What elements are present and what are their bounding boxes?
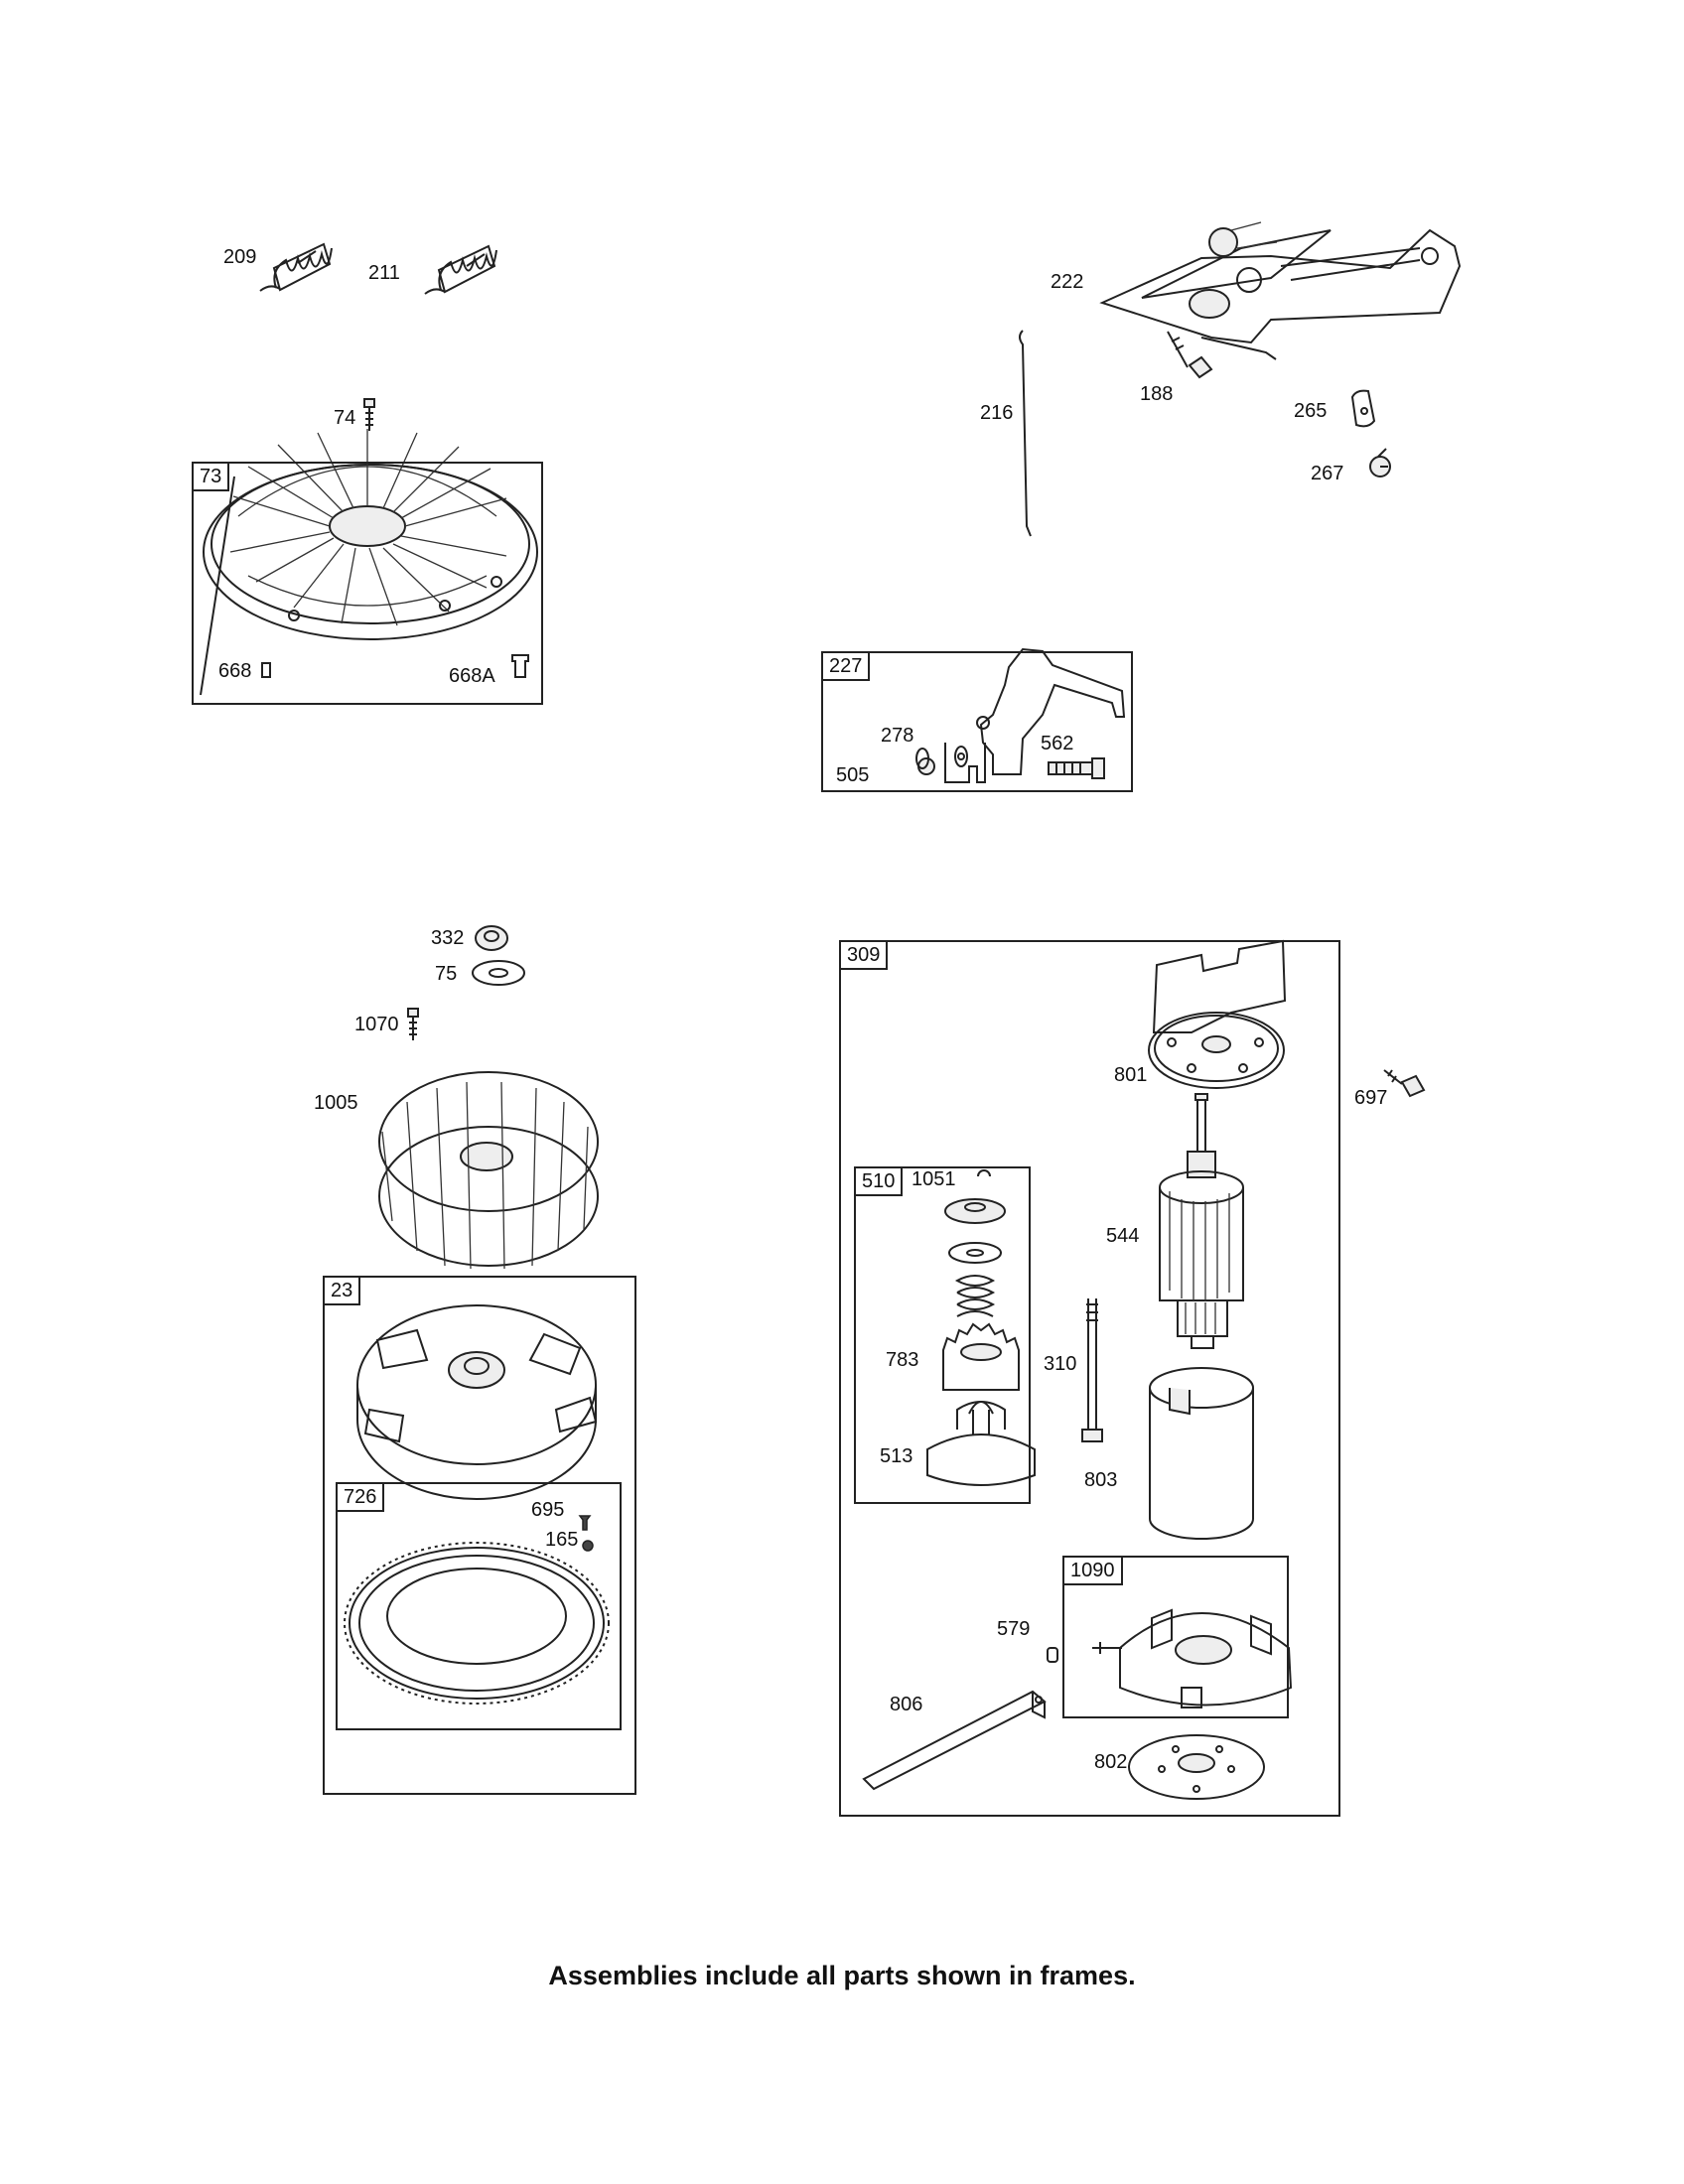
frame-tag-23: 23	[325, 1278, 361, 1305]
part-label-278: 278	[881, 725, 914, 747]
spring-211-drawing	[424, 244, 497, 295]
part-label-579: 579	[997, 1618, 1031, 1640]
part-label-222: 222	[1051, 271, 1084, 293]
screw-74-drawing	[363, 398, 375, 431]
frame-tag-309: 309	[841, 942, 889, 970]
bracket-801-drawing	[1148, 939, 1287, 1089]
diagram-caption: Assemblies include all parts shown in fr…	[548, 1961, 1136, 1990]
part-label-513: 513	[880, 1445, 913, 1467]
part-label-695: 695	[531, 1499, 565, 1521]
part-label-265: 265	[1294, 400, 1328, 422]
part-label-803: 803	[1084, 1469, 1118, 1491]
screw-188-drawing	[1167, 331, 1213, 379]
frame-tag-726: 726	[338, 1484, 385, 1512]
end-cap-802-drawing	[1128, 1734, 1265, 1800]
part-label-188: 188	[1140, 383, 1174, 405]
strap-806-drawing	[862, 1690, 1047, 1791]
assembly-frame-726: 726	[336, 1482, 622, 1730]
nut-579-drawing	[1047, 1647, 1058, 1663]
assembly-frame-1090: 1090	[1062, 1556, 1289, 1718]
part-label-211: 211	[368, 262, 400, 284]
part-label-783: 783	[886, 1349, 919, 1371]
bolt-310-drawing	[1081, 1298, 1103, 1442]
part-label-1051: 1051	[912, 1168, 956, 1190]
flywheel-23-drawing	[356, 1304, 598, 1500]
part-label-802: 802	[1094, 1751, 1128, 1773]
part-label-332: 332	[431, 927, 465, 949]
part-label-697: 697	[1354, 1087, 1388, 1109]
part-label-562: 562	[1041, 733, 1074, 754]
assembly-frame-227: 227	[821, 651, 1133, 792]
part-label-544: 544	[1106, 1225, 1140, 1247]
assembly-frame-309: 309	[839, 940, 1340, 1817]
part-label-668a: 668A	[449, 665, 495, 687]
ring-gear-726-drawing	[344, 1542, 610, 1705]
part-label-505: 505	[836, 764, 870, 786]
part-label-1005: 1005	[314, 1092, 358, 1114]
control-bracket-222-drawing	[1099, 221, 1462, 360]
part-label-1070: 1070	[354, 1014, 399, 1035]
bracket-227-drawing	[915, 647, 1126, 783]
washer-75-drawing	[472, 960, 525, 986]
assembly-frame-23: 23	[323, 1276, 636, 1795]
spring-209-drawing	[259, 242, 333, 292]
frame-tag-227: 227	[823, 653, 871, 681]
part-label-75: 75	[435, 963, 458, 985]
frame-tag-1090: 1090	[1064, 1558, 1123, 1585]
part-label-668: 668	[218, 660, 252, 682]
nut-165-drawing	[582, 1540, 594, 1552]
frame-803-drawing	[1149, 1367, 1254, 1540]
screw-695-drawing	[578, 1515, 592, 1531]
screw-267-drawing	[1369, 448, 1392, 478]
brush-holder-1090-drawing	[1092, 1608, 1293, 1708]
nut-332-drawing	[475, 925, 508, 951]
frame-tag-510: 510	[856, 1168, 904, 1196]
assembly-frame-510: 510	[854, 1166, 1031, 1504]
part-label-310: 310	[1044, 1353, 1077, 1375]
part-label-165: 165	[545, 1529, 579, 1551]
blower-housing-73-drawing	[200, 429, 538, 696]
part-label-209: 209	[223, 246, 257, 268]
drive-510-drawing	[926, 1169, 1036, 1486]
clip-265-drawing	[1350, 389, 1376, 428]
armature-544-drawing	[1159, 1093, 1244, 1349]
part-label-74: 74	[334, 407, 356, 429]
fan-1005-drawing	[378, 1071, 599, 1270]
part-label-801: 801	[1114, 1064, 1148, 1086]
link-rod-216-drawing	[1019, 330, 1032, 537]
frame-tag-73: 73	[194, 464, 230, 491]
part-label-806: 806	[890, 1694, 923, 1715]
screw-697-drawing	[1383, 1069, 1426, 1098]
part-label-216: 216	[980, 402, 1014, 424]
part-label-267: 267	[1311, 463, 1344, 484]
assembly-frame-73: 73	[192, 462, 543, 705]
screw-1070-drawing	[407, 1008, 419, 1040]
